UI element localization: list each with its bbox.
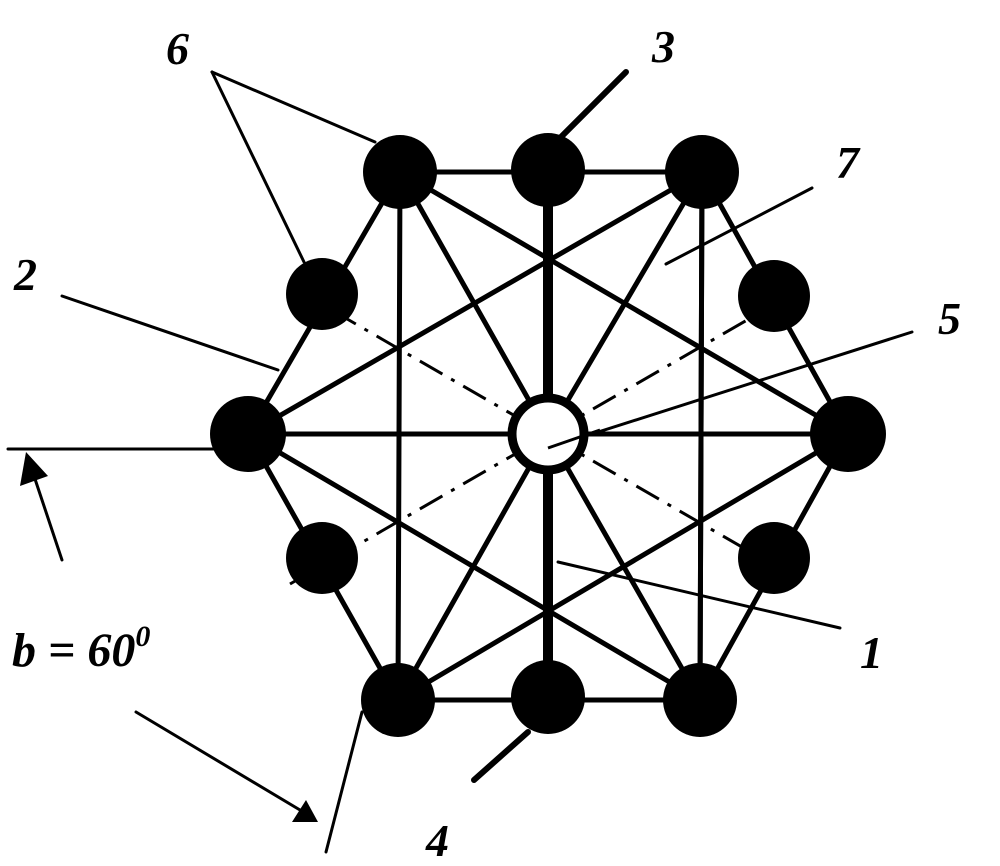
node-left [210, 396, 286, 472]
node-right [810, 396, 886, 472]
spoke-top-right [545, 169, 705, 437]
leader-7 [664, 186, 814, 266]
member-diagonal-2 [697, 169, 705, 703]
label-2: 2 [13, 249, 37, 300]
arrow-down-head [292, 800, 318, 822]
node-top-center [511, 133, 585, 207]
node-bottom-left [361, 663, 435, 737]
leader-6b [210, 70, 306, 264]
angle-arrow-down-shaft [134, 710, 302, 812]
label-6: 6 [166, 23, 189, 74]
leader-lines [6, 70, 914, 854]
spoke-bottom-right [545, 431, 703, 703]
node-bottom-center [511, 660, 585, 734]
leader-5 [546, 330, 914, 450]
leader-4-short [471, 729, 531, 783]
node-upper-right [738, 260, 810, 332]
node-lower-left [286, 522, 358, 594]
center-hollow-node [507, 393, 589, 475]
spoke-bottom-left [395, 431, 551, 703]
spoke-top-left [397, 169, 551, 437]
thick-leaders [471, 69, 629, 783]
nodes [210, 133, 886, 737]
node-top-right [665, 135, 739, 209]
label-1: 1 [860, 627, 883, 678]
internal-members [245, 169, 851, 703]
angle-label-main: b = 60 [12, 624, 135, 677]
arrow-up-head [20, 452, 48, 486]
label-7: 7 [836, 137, 861, 188]
leader-5-center-end [547, 428, 601, 450]
leader-1 [556, 560, 842, 630]
angle-label: b = 600 [12, 620, 150, 677]
node-top-left [363, 135, 437, 209]
label-4: 4 [425, 815, 449, 866]
leader-6a [210, 70, 377, 144]
label-3: 3 [651, 21, 675, 72]
node-upper-left [286, 258, 358, 330]
leader-2 [60, 294, 280, 372]
node-bottom-right [663, 663, 737, 737]
angle-label-exponent: 0 [135, 620, 150, 653]
angle-arrow-up-shaft [30, 468, 64, 562]
leader-4 [324, 710, 364, 854]
node-lower-right [738, 522, 810, 594]
label-5: 5 [938, 293, 961, 344]
leader-3 [549, 69, 629, 149]
arrow-heads [20, 452, 318, 822]
